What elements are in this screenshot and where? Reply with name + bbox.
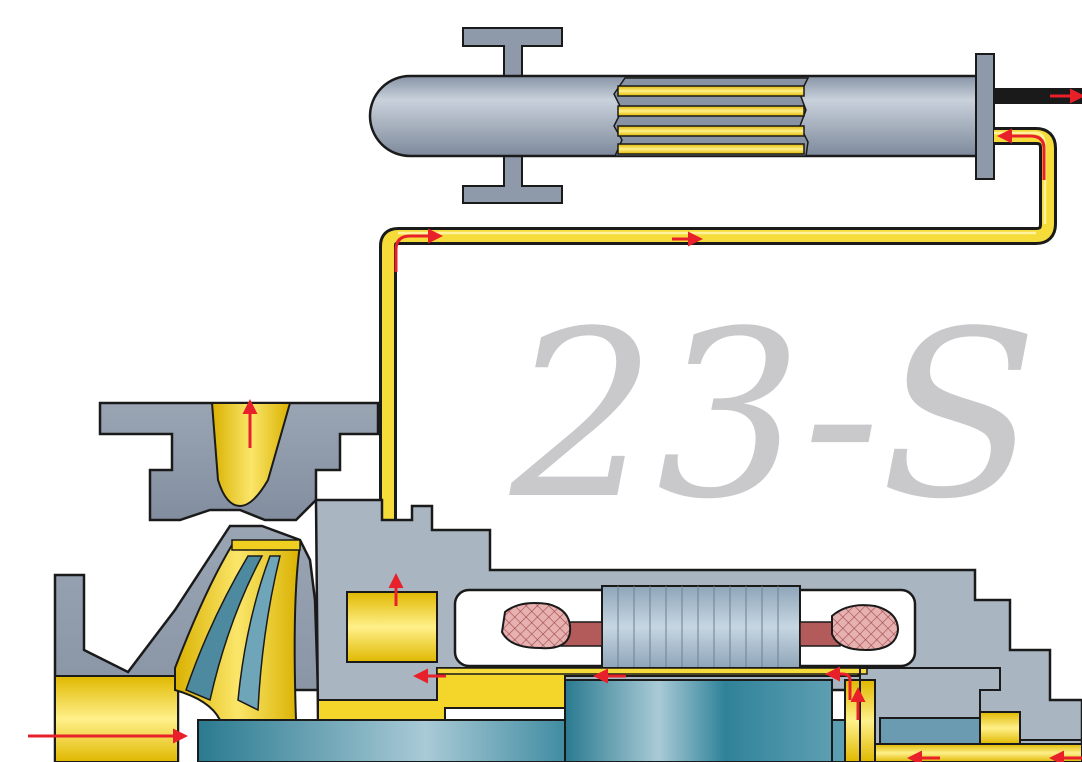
exchanger-tube-bundle [613, 77, 810, 157]
flow-arrows [28, 88, 1082, 762]
stator-winding-left [500, 602, 572, 650]
impeller-blade [237, 555, 281, 712]
exchanger-bottom-support [462, 149, 563, 204]
rotor-gap-arrow [825, 666, 852, 700]
stator-winding-right [831, 604, 900, 652]
stator-core [601, 585, 801, 669]
exchanger-end-flange [975, 53, 995, 180]
stator-laminations [617, 586, 779, 668]
exchanger-return-arrow [997, 128, 1046, 180]
collection-chamber [346, 591, 438, 663]
watermark-text: 23-S [509, 283, 1038, 550]
pipe-corner-arrow [394, 228, 443, 272]
suction-inlet-fluid [54, 675, 179, 762]
rear-bearing [879, 717, 981, 745]
heat-exchanger [368, 27, 995, 204]
rotor-body [564, 679, 833, 762]
impeller-blade [185, 555, 264, 702]
impeller [174, 539, 302, 721]
rotor-assembly [197, 591, 1082, 762]
exchanger-top-support [462, 27, 563, 77]
motor-stator [453, 585, 917, 669]
discharge-channel [210, 402, 292, 508]
